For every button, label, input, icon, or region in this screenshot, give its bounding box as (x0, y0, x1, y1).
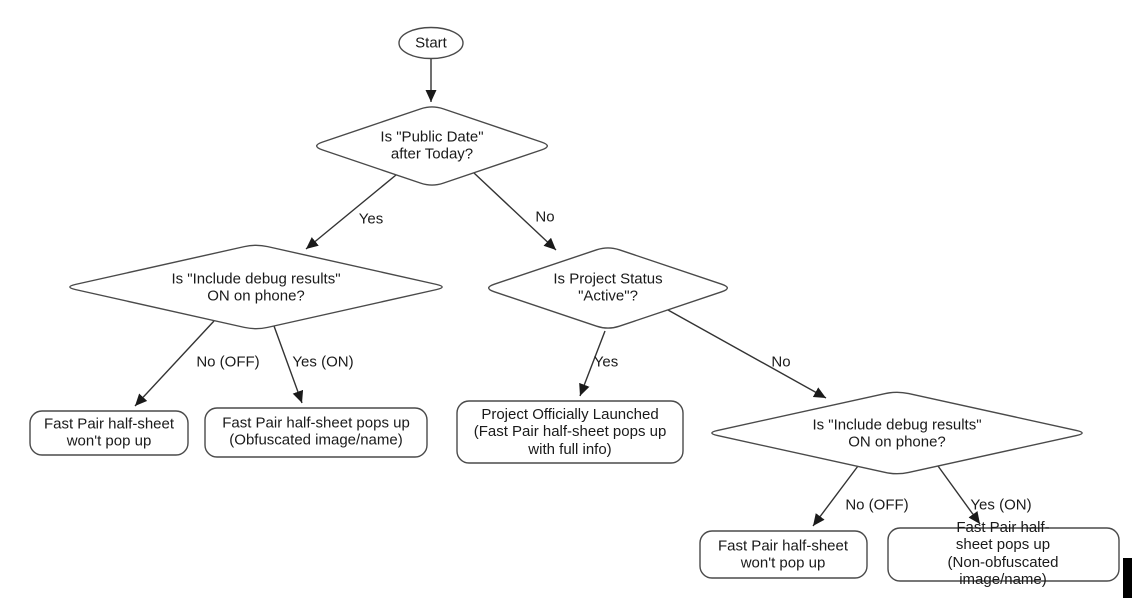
edge-label-project-status-no: No (771, 353, 791, 371)
result-launched-shape (456, 400, 684, 464)
edge-label-debug-left-yes: Yes (ON) (292, 353, 354, 371)
decision-public-date-label: Is "Public Date" after Today? (380, 128, 484, 163)
edge-project-status-no (667, 309, 827, 399)
decision-debug-right-label: Is "Include debug results" ON on phone? (812, 416, 982, 451)
edge-public-date-no (473, 172, 557, 251)
edge-label-project-status-yes: Yes (593, 353, 619, 371)
start-node-label: Start (415, 34, 447, 52)
edge-debug-right-yes (937, 465, 981, 525)
decision-project-status-shape (487, 247, 729, 329)
result-launched-label: Project Officially Launched (Fast Pair h… (473, 405, 667, 458)
result-no-popup-left-label: Fast Pair half-sheet won't pop up (43, 415, 175, 450)
result-popup-obfuscated-shape (204, 407, 428, 458)
edge-public-date-yes (305, 174, 397, 250)
edge-debug-left-no (134, 320, 215, 407)
result-no-popup-right-shape (699, 530, 868, 579)
decision-debug-right-shape (711, 391, 1083, 475)
result-popup-nonobfuscated-label: Fast Pair half-sheet pops up (Non-obfusc… (947, 519, 1059, 589)
decision-debug-left-label: Is "Include debug results" ON on phone? (171, 270, 341, 305)
result-popup-nonobfuscated-shape (887, 527, 1120, 582)
result-no-popup-left-shape (29, 410, 189, 456)
edge-label-public-date-no: No (535, 208, 555, 226)
result-popup-obfuscated-label: Fast Pair half-sheet pops up (Obfuscated… (222, 414, 410, 449)
edge-label-public-date-yes: Yes (358, 210, 384, 228)
edge-debug-left-yes (273, 325, 304, 404)
edge-debug-right-no (812, 465, 859, 527)
edge-label-debug-left-no: No (OFF) (196, 353, 260, 371)
edge-project-status-yes (579, 330, 606, 397)
decision-project-status-label: Is Project Status "Active"? (553, 270, 663, 305)
start-node-shape (398, 26, 464, 60)
flowchart-edges (134, 59, 981, 527)
text-cursor-artifact (1123, 558, 1132, 598)
result-no-popup-right-label: Fast Pair half-sheet won't pop up (717, 537, 849, 572)
edge-label-debug-right-no: No (OFF) (845, 496, 909, 514)
edge-label-debug-right-yes: Yes (ON) (970, 496, 1032, 514)
decision-public-date-shape (315, 106, 549, 186)
decision-debug-left-shape (69, 244, 443, 330)
flowchart-shapes (29, 26, 1120, 582)
